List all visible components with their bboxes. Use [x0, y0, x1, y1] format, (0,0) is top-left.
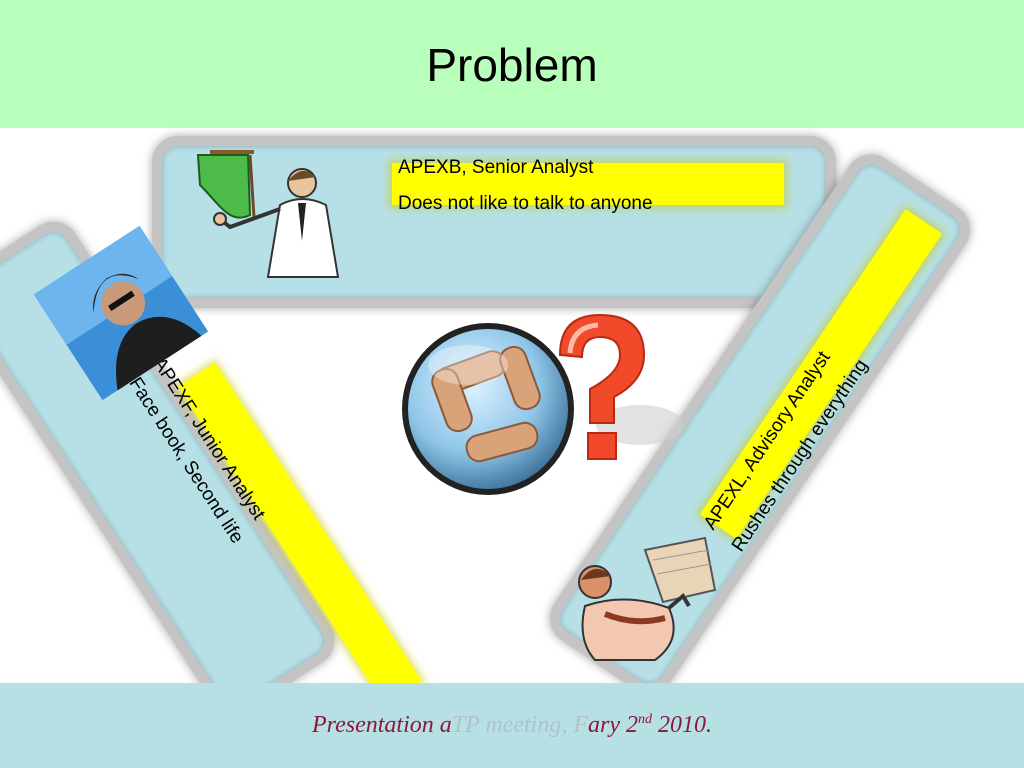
slide-footer	[0, 683, 1024, 768]
footer-year: 2010.	[651, 712, 712, 738]
question-mark-icon	[558, 313, 684, 460]
joined-hands-icon	[402, 323, 574, 495]
woman-photo-icon	[33, 225, 209, 401]
footer-text-part2: ary 2	[587, 712, 638, 738]
panel-top-line1: APEXB, Senior Analyst	[398, 157, 594, 178]
footer-text-hidden: TP meeting, F	[451, 712, 588, 738]
footer-text-part1: Presentation a	[312, 712, 452, 738]
slide-title: Problem	[426, 39, 598, 91]
presenter-icon	[196, 150, 340, 278]
running-man-icon	[578, 536, 717, 661]
slide-header	[0, 0, 1024, 128]
highlight-bar-top	[392, 163, 784, 205]
panel-top-line2: Does not like to talk to anyone	[398, 193, 653, 214]
footer-caption: Presentation aTP meeting, Fary 2nd 2010.	[0, 712, 1024, 739]
footer-sup: nd	[637, 712, 652, 727]
